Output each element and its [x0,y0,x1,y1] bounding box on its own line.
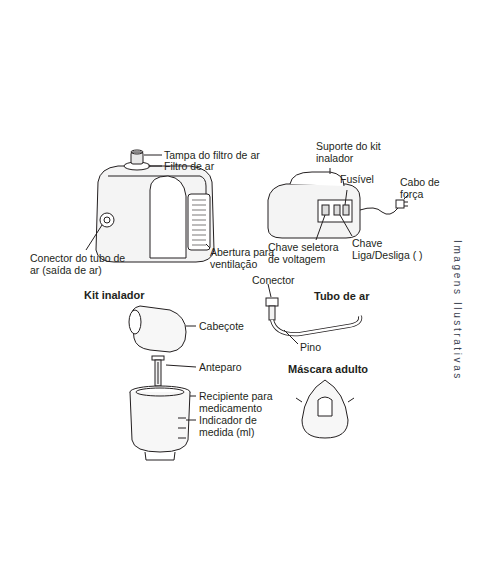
part-label: Recipiente para medicamento [199,390,289,414]
part-label: Chave Liga/Desliga ( ) [352,237,426,261]
group-heading: Máscara adulto [288,363,368,375]
part-label: Chave seletora de voltagem [268,241,352,265]
part-label: Pino [300,341,321,353]
group-heading: Kit inalador [84,289,145,301]
part-label: Tampa do filtro de ar [164,149,294,161]
part-label: Conector do tubo de ar (saída de ar) [30,252,130,276]
part-label: Cabo de força [400,176,444,200]
group-heading: Tubo de ar [314,290,369,302]
part-label: Anteparo [199,361,242,373]
part-label: Indicador de medida (ml) [199,414,289,438]
part-label: Conector [252,274,295,286]
watermark: Imagens Ilustrativas [451,240,463,381]
part-label: Suporte do kit inalador [316,140,396,164]
part-label: Fusível [340,173,400,185]
part-label: Cabeçote [199,320,244,332]
part-label: Filtro de ar [164,160,254,172]
